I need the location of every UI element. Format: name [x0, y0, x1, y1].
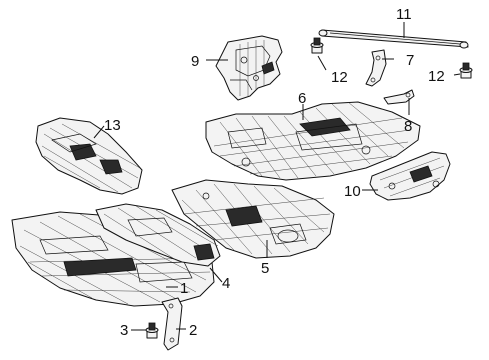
part-9-bracket: [215, 35, 283, 101]
part-2-bracket: [161, 297, 183, 351]
part-11-strut: [318, 29, 469, 49]
callout-8: 8: [404, 118, 412, 135]
callout-10: 10: [344, 183, 361, 200]
part-6-floor-panel: [205, 101, 421, 181]
callout-3: 3: [120, 322, 128, 339]
callout-11: 11: [396, 6, 412, 23]
callout-12-right: 12: [428, 68, 445, 85]
part-12-bolt-left: [310, 37, 324, 54]
part-12-bolt-right: [459, 62, 473, 79]
callout-9: 9: [191, 53, 199, 70]
leader-lines: [93, 22, 461, 331]
callout-4: 4: [222, 275, 230, 292]
callout-6: 6: [298, 90, 306, 107]
part-7-bracket: [365, 49, 387, 87]
callout-12-left: 12: [331, 69, 348, 86]
part-13-front-panel: [35, 117, 143, 195]
part-10-side-panel: [369, 151, 451, 201]
part-4-inner-panel: [95, 203, 221, 267]
part-3-bolt: [145, 322, 159, 339]
callout-1: 1: [180, 280, 188, 297]
part-5-middle-panel: [171, 179, 335, 259]
callout-13: 13: [104, 117, 121, 134]
callout-7: 7: [406, 52, 414, 69]
callout-labels: 11 9 12 7 12 6 8 13 10 5 4 1 2 3: [104, 6, 445, 339]
part-8-bracket: [383, 89, 415, 105]
callout-2: 2: [189, 322, 197, 339]
callout-5: 5: [261, 260, 269, 277]
